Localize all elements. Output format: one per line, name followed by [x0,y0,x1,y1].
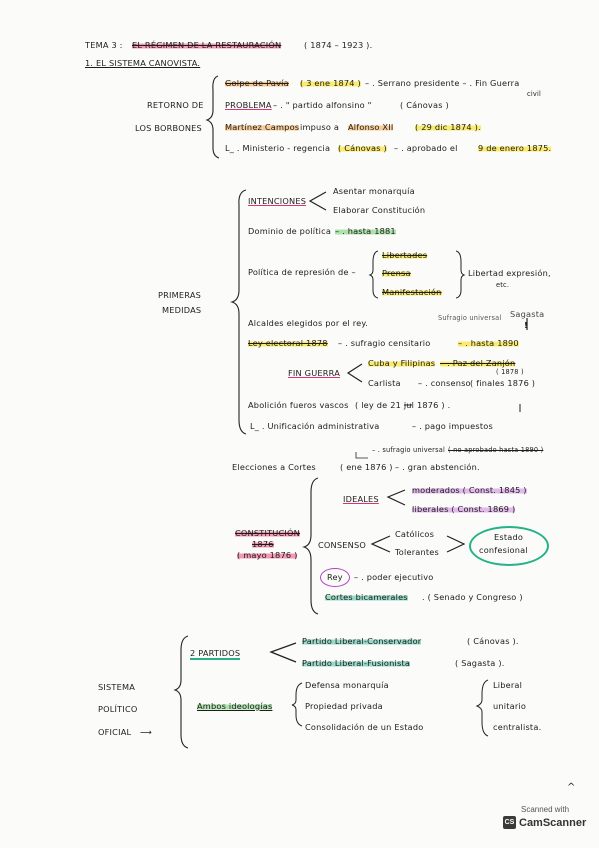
exclamation-mark: ! [524,320,528,330]
problema-label: PROBLEMA [225,100,272,110]
rey-label: Rey [327,572,343,582]
partido-fusionista: Partido Liberal-Fusionista [302,658,411,668]
sistema-label-1: SISTEMA [98,682,136,692]
ideologia-3: Consolidación de un Estado [305,722,424,732]
canovas-ref-2: ( Cánovas ) [338,143,387,153]
aprobado-text: – . aprobado el [394,143,458,153]
estado-liberal: Liberal [493,680,523,690]
constitucion-label: CONSTITUCIÓN [235,528,300,538]
represion-prensa: Prensa [382,268,411,278]
carlista-date: ( finales 1876 ) [470,378,536,388]
alcaldes-text: Alcaldes elegidos por el rey. [248,318,369,328]
elecciones-date: ( ene 1876 ) [340,462,393,472]
topic-number: TEMA 3 : [85,40,123,50]
golpe-date: ( 3 ene 1874 ) [300,78,361,88]
paz-zanjon: – . Paz del Zanjón [440,358,516,368]
camscanner-logo-icon: CS [503,816,516,829]
liberales: liberales ( Const. 1869 ) [412,504,516,514]
estado-centralista: centralista. [493,722,542,732]
estado-unitario: unitario [493,701,527,711]
impuso-text: impuso a [300,122,340,132]
senado-congreso: . ( Senado y Congreso ) [422,592,523,602]
gran-abstencion: – . gran abstención. [395,462,480,472]
intenciones-label: INTENCIONES [248,196,307,206]
pago-impuestos: – . pago impuestos [412,421,493,431]
partido-fusionista-leader: ( Sagasta ). [455,658,505,668]
consenso-label: CONSENSO [318,540,367,550]
camscanner-watermark: Scanned with CS CamScanner [503,805,587,839]
hasta-1890: – . hasta 1890 [458,338,519,348]
tolerantes: Tolerantes [395,547,440,557]
serrano-text: – . Serrano presidente – . Fin Guerra [365,78,520,88]
alfonso-date: ( 29 dic 1874 ). [415,122,481,132]
cortes-bicamerales: Cortes bicamerales [325,592,408,602]
abolicion-ley: ( ley de 21 jul 1876 ) . [355,400,451,410]
ideales-label: IDEALES [343,494,379,504]
catolicos: Católicos [395,529,435,539]
sistema-label-3: OFICIAL [98,727,132,737]
sufragio-note: Sufragio universal [438,314,502,322]
partido-conservador-leader: ( Cánovas ). [467,636,519,646]
corner-caret: ^ [567,782,576,793]
aprobado-date: 9 de enero 1875. [478,143,552,153]
ley-electoral: Ley electoral 1878 [248,338,328,348]
unificacion-admin: L_ . Unificación administrativa [250,421,380,431]
retorno-label-1: RETORNO DE [147,100,204,110]
martinez-campos: Martínez Campos [225,122,300,132]
sufragio-censitario: – . sufragio censitario [338,338,431,348]
sistema-arrow: ⟶ [140,727,152,737]
estado-line-1: Estado [494,532,524,542]
golpe-pavia: Golpe de Pavía [225,78,289,88]
ambos-ideologias: Ambos ideologías [197,701,273,711]
libertad-etc: etc. [496,281,510,289]
zanjon-date: ( 1878 ) [496,368,524,376]
sufragio-no-aprobado: ( no aprobado hasta 1890 ) [448,446,544,454]
moderados: moderados ( Const. 1845 ) [412,485,527,495]
topic-title: EL RÉGIMEN DE LA RESTAURACIÓN [132,40,282,50]
canovas-ref-1: ( Cánovas ) [400,100,449,110]
watermark-caption: Scanned with [520,805,570,814]
section-heading: 1. EL SISTEMA CANOVISTA. [85,58,201,68]
alfonso-xii: Alfonso XII [348,122,394,132]
libertad-expresion: Libertad expresión, [468,268,551,278]
consenso-carlista: – . consenso [418,378,471,388]
primeras-label-2: MEDIDAS [162,305,202,315]
constitucion-date: ( mayo 1876 ) [237,550,298,560]
poder-ejecutivo: – . poder ejecutivo [354,572,434,582]
sistema-label-2: POLÍTICO [98,704,138,714]
estado-oval [469,526,549,566]
ideologia-1: Defensa monarquía [305,680,389,690]
abolicion-fueros: Abolición fueros vascos [248,400,349,410]
sufragio-universal-top: – . sufragio universal [372,446,445,454]
represion-libertades: Libertades [382,250,428,260]
sagasta-note: Sagasta [510,309,545,319]
civil-text: civil [527,90,542,98]
rey-oval [320,568,350,587]
watermark-name: CamScanner [519,816,587,829]
topic-dates: ( 1874 – 1923 ). [304,40,373,50]
partido-conservador: Partido Liberal-Conservador [302,636,422,646]
intencion-2: Elaborar Constitución [333,205,426,215]
intencion-1: Asentar monarquía [333,186,415,196]
ministerio-regencia: L_ . Ministerio - regencia [225,143,331,153]
politica-represion: Política de represión de – [248,267,356,277]
estado-line-2: confesional [479,545,528,555]
cuba-filipinas: Cuba y Filipinas [368,358,436,368]
dominio-politica: Dominio de política [248,226,332,236]
carlista: Carlista [368,378,401,388]
constitucion-year: 1876 [252,539,274,549]
ideologia-2: Propiedad privada [305,701,383,711]
retorno-label-2: LOS BORBONES [135,123,202,133]
dominio-hasta: – . hasta 1881 [335,226,396,236]
represion-manifestacion: Manifestación [382,287,442,297]
elecciones-cortes: Elecciones a Cortes [232,462,316,472]
partido-alfonsino: – . " partido alfonsino " [273,100,372,110]
fin-guerra-label: FIN GUERRA [288,368,341,378]
partidos-label: 2 PARTIDOS [190,648,241,660]
primeras-label-1: PRIMERAS [158,290,202,300]
